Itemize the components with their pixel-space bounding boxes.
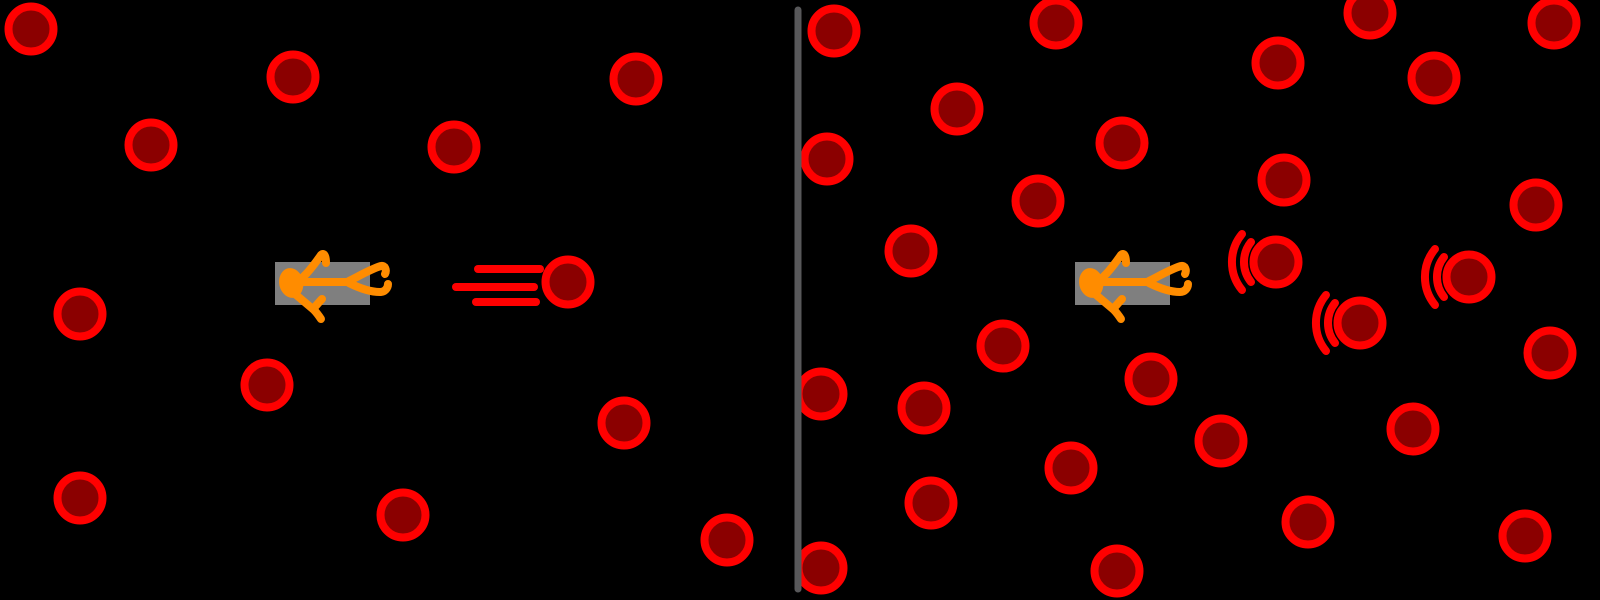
vibration-arcs-icon — [1425, 249, 1444, 305]
molecule — [1498, 509, 1552, 563]
molecule — [807, 4, 861, 58]
molecule — [1442, 250, 1496, 304]
molecule — [794, 541, 848, 595]
molecule — [427, 120, 481, 174]
molecule — [976, 319, 1030, 373]
left-panel — [4, 2, 754, 567]
molecule — [4, 2, 58, 56]
vibrating-molecule — [1232, 234, 1303, 290]
molecule — [124, 118, 178, 172]
molecule — [1407, 51, 1461, 105]
molecule — [1251, 36, 1305, 90]
person-figure — [1075, 254, 1188, 319]
molecule — [1124, 352, 1178, 406]
molecule — [1249, 235, 1303, 289]
molecule — [376, 488, 430, 542]
molecule — [597, 396, 651, 450]
moving-molecule — [452, 255, 595, 309]
molecule — [897, 381, 951, 435]
molecule — [884, 224, 938, 278]
molecule — [1044, 441, 1098, 495]
molecule — [904, 476, 958, 530]
vibrating-molecule — [1316, 295, 1387, 351]
molecule — [1011, 174, 1065, 228]
molecule — [1257, 153, 1311, 207]
molecule — [800, 132, 854, 186]
molecule — [541, 255, 595, 309]
molecule — [53, 287, 107, 341]
molecule — [1343, 0, 1397, 40]
molecule — [1523, 326, 1577, 380]
right-panel — [794, 0, 1581, 598]
vibration-arcs-icon — [1232, 234, 1251, 290]
molecule — [53, 471, 107, 525]
vibration-arcs-icon — [1316, 295, 1335, 351]
molecule — [1090, 544, 1144, 598]
molecule — [1509, 178, 1563, 232]
molecule — [1095, 116, 1149, 170]
molecule — [609, 52, 663, 106]
molecule — [1386, 402, 1440, 456]
molecule — [266, 50, 320, 104]
vibrating-molecule — [1425, 249, 1496, 305]
molecule — [700, 513, 754, 567]
molecule — [1527, 0, 1581, 50]
molecule — [1281, 495, 1335, 549]
molecule — [1029, 0, 1083, 50]
molecule — [794, 367, 848, 421]
person-figure — [275, 254, 388, 319]
molecule — [930, 82, 984, 136]
molecule — [1194, 414, 1248, 468]
molecule — [240, 358, 294, 412]
molecule — [1333, 296, 1387, 350]
